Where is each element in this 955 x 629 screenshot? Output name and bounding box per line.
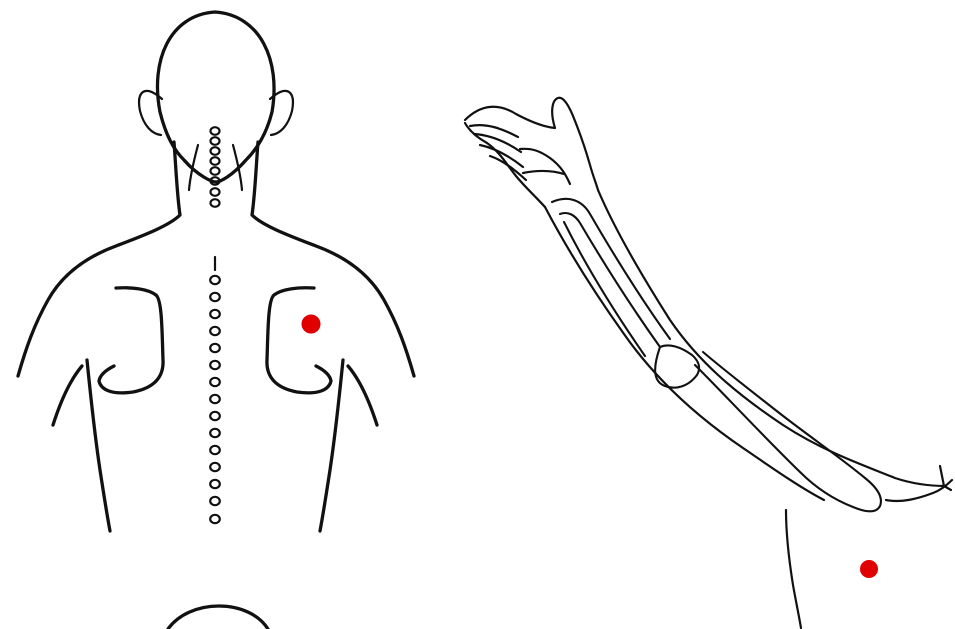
left-neck-shoulder — [18, 142, 180, 376]
hand-outline — [465, 98, 598, 190]
arm-bones-outline-icon — [465, 98, 952, 628]
arm-inner-outline — [545, 207, 824, 500]
scapula-marker — [302, 315, 320, 333]
left-torso-side — [87, 360, 110, 531]
right-neck-shoulder — [252, 142, 414, 376]
lateral-chest-marker — [861, 561, 878, 578]
humerus-bone — [695, 352, 881, 511]
partial-head-outline — [168, 606, 268, 629]
hand-outline-lower — [465, 123, 545, 207]
right-armpit-line — [348, 366, 377, 425]
cervical-vertebrae — [211, 127, 220, 207]
left-scapula — [99, 288, 163, 393]
right-scapula — [267, 288, 331, 393]
palm-creases — [520, 149, 570, 184]
right-torso-side — [320, 360, 343, 531]
left-armpit-line — [53, 366, 82, 425]
thoracic-vertebrae — [210, 257, 220, 523]
ulna-bone — [564, 222, 645, 356]
arm-outer-outline — [598, 190, 946, 486]
partial-head-outline-icon — [168, 606, 268, 629]
torso-side-line — [786, 510, 801, 628]
upper-back-outline-icon — [18, 12, 414, 531]
